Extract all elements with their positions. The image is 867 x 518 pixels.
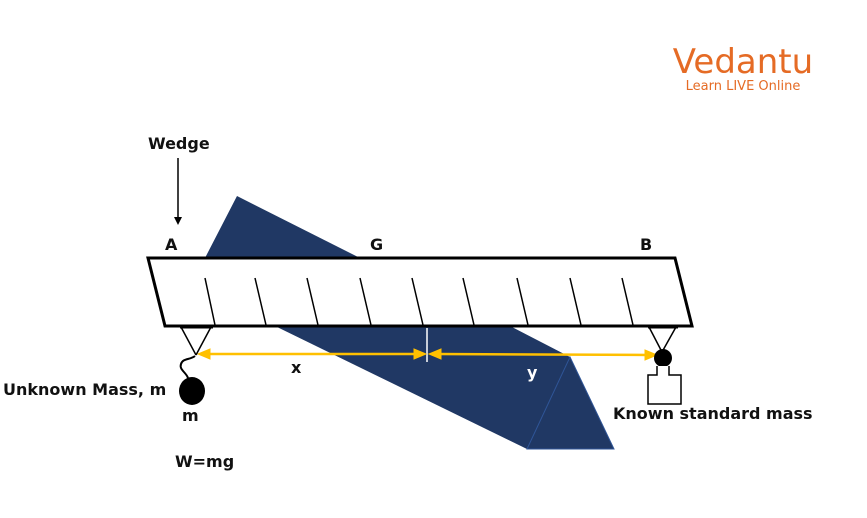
wedge-pointer-arrow xyxy=(174,158,182,225)
known-mass-weight xyxy=(647,366,682,405)
distance-arrow-x xyxy=(196,348,428,360)
distance-y-label: y xyxy=(527,363,538,382)
known-mass-label: Known standard mass xyxy=(613,404,813,423)
logo-tagline: Learn LIVE Online xyxy=(685,79,801,94)
weight-formula-label: W=mg xyxy=(175,452,235,471)
mass-symbol-label: m xyxy=(182,406,199,425)
logo-brand: Vedantu xyxy=(672,42,814,82)
wedge-side-face xyxy=(526,355,615,450)
unknown-mass-ball xyxy=(179,377,205,405)
point-b-label: B xyxy=(640,235,653,254)
beam-hatching xyxy=(204,277,634,326)
point-a-label: A xyxy=(165,235,178,254)
left-hanger xyxy=(179,325,213,379)
wedge-prism xyxy=(205,196,615,450)
beam xyxy=(146,256,694,328)
point-g-label: G xyxy=(370,235,384,254)
wedge-front-face xyxy=(275,326,570,449)
right-pivot-ball xyxy=(654,349,672,367)
vedantu-logo: Vedantu Learn LIVE Online xyxy=(668,44,818,94)
wedge-back-face xyxy=(205,196,360,258)
distance-arrow-y xyxy=(427,348,659,361)
distance-x-label: x xyxy=(291,358,302,377)
unknown-mass-label: Unknown Mass, m xyxy=(3,380,167,399)
right-hanger xyxy=(648,325,678,353)
wedge-label: Wedge xyxy=(148,134,210,153)
